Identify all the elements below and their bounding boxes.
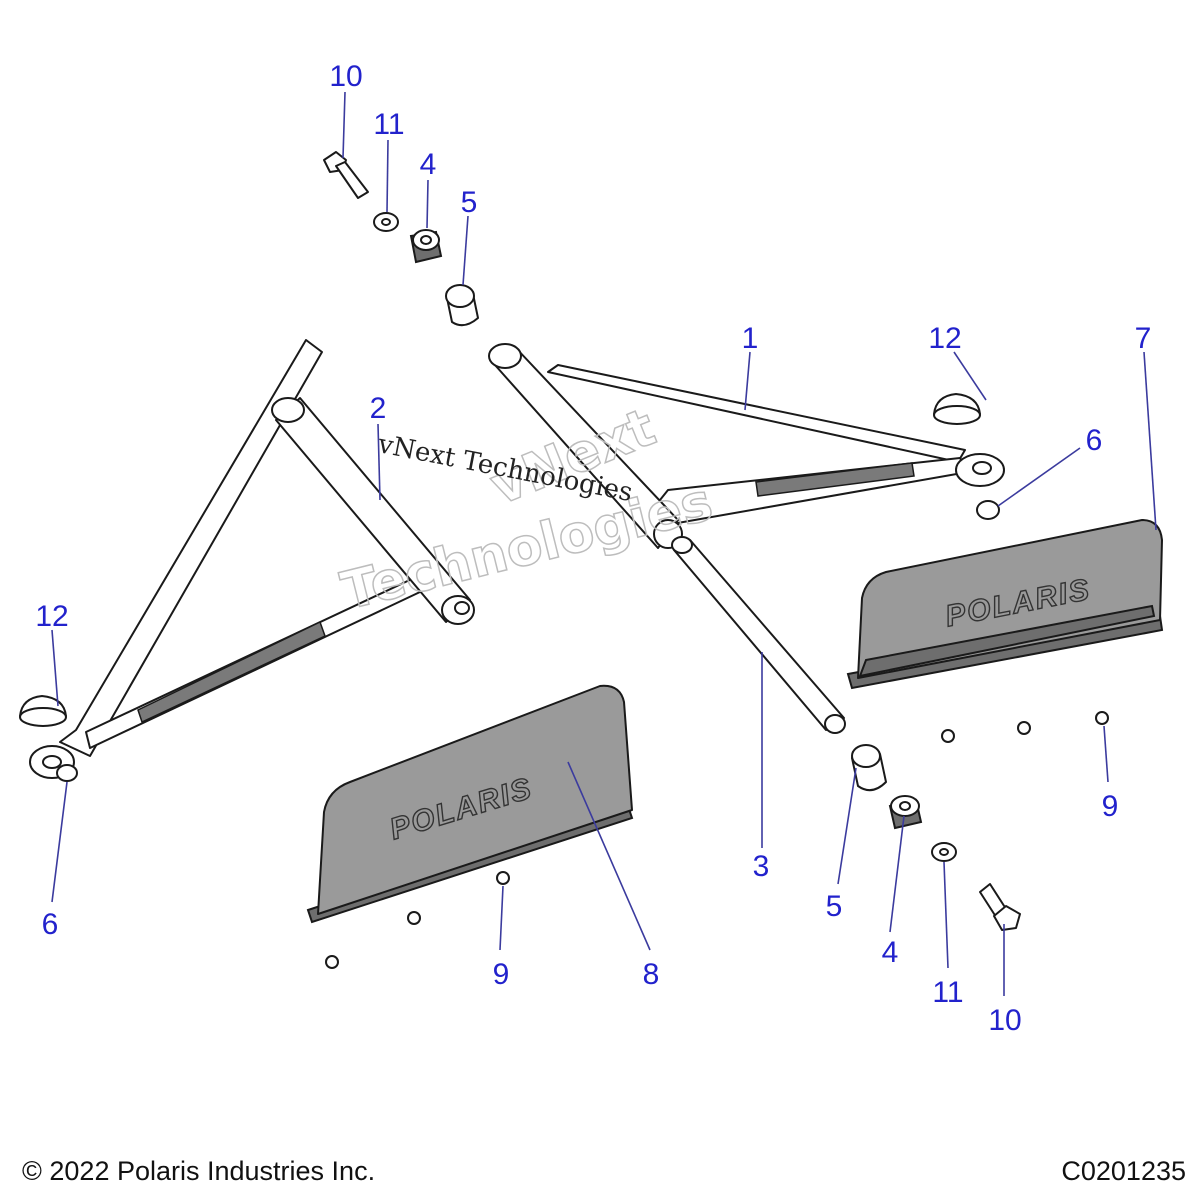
grommet-left <box>56 764 78 782</box>
screw-right-1 <box>941 729 955 743</box>
screw-left-3 <box>325 955 339 969</box>
callout-11-bottom: 11 <box>932 976 963 1009</box>
bushing-bottom <box>888 795 923 830</box>
callout-1: 1 <box>742 322 759 355</box>
leader-lines <box>51 91 1157 996</box>
bolt-bottom <box>979 883 1021 931</box>
callout-10-top: 10 <box>329 60 362 93</box>
callouts: 10 11 4 5 1 12 7 6 2 12 6 3 5 4 11 10 9 … <box>35 60 1151 1037</box>
a-arm-1 <box>488 343 1005 549</box>
callout-9-left: 9 <box>493 958 510 991</box>
callout-9-right: 9 <box>1102 790 1119 823</box>
bushing-top <box>409 229 443 264</box>
callout-4-bottom: 4 <box>882 936 899 969</box>
bump-cap-right <box>933 393 981 425</box>
pivot-shaft-3 <box>671 536 846 734</box>
callout-12-left: 12 <box>35 600 68 633</box>
callout-5-bottom: 5 <box>826 890 843 923</box>
callout-6-left: 6 <box>42 908 59 941</box>
callout-7: 7 <box>1135 322 1152 355</box>
a-arm-2 <box>29 339 475 779</box>
screw-left-1 <box>496 871 510 885</box>
callout-6-right: 6 <box>1086 424 1103 457</box>
callout-3: 3 <box>753 850 770 883</box>
sleeve-top <box>445 284 479 327</box>
washer-bottom <box>931 842 957 862</box>
screw-right-3 <box>1095 711 1109 725</box>
callout-11-top: 11 <box>373 108 404 141</box>
callout-12-right: 12 <box>928 322 961 355</box>
bump-cap-left <box>19 695 67 727</box>
callout-10-bottom: 10 <box>988 1004 1021 1037</box>
screw-right-2 <box>1017 721 1031 735</box>
grommet-right <box>976 500 1000 520</box>
callout-2: 2 <box>370 392 387 425</box>
bolt-top <box>323 151 369 199</box>
drawing-number: C0201235 <box>1061 1156 1186 1186</box>
screw-left-2 <box>407 911 421 925</box>
copyright-notice: © 2022 Polaris Industries Inc. <box>22 1156 376 1186</box>
guard-7: POLARIS <box>846 519 1164 690</box>
sleeve-bottom <box>851 744 887 792</box>
callout-4-top: 4 <box>420 148 437 181</box>
washer-top <box>373 212 399 232</box>
callout-5-top: 5 <box>461 186 478 219</box>
guard-8: POLARIS <box>306 684 634 924</box>
callout-8: 8 <box>643 958 660 991</box>
